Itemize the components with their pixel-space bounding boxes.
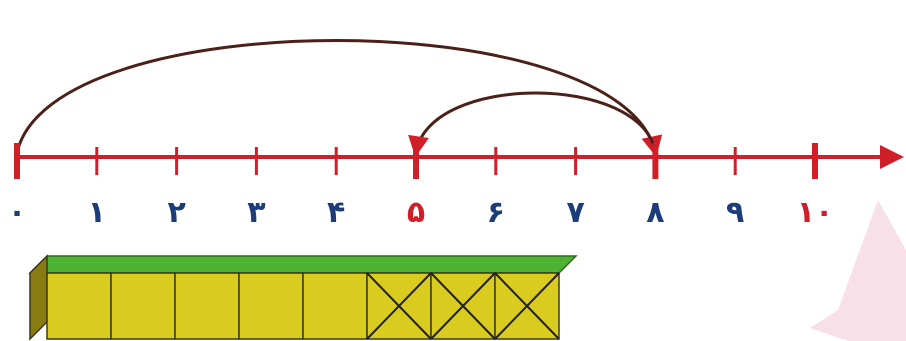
tick-label: ۵ xyxy=(407,195,425,230)
tick-label: ۴ xyxy=(327,195,345,230)
block-bar-top-face xyxy=(28,255,578,274)
block-bar xyxy=(28,254,578,341)
block-bar-side-face xyxy=(29,254,48,341)
jump-arcs xyxy=(15,39,663,158)
tick-label: ۷ xyxy=(566,195,584,230)
tick-label: ۹ xyxy=(726,195,744,230)
unit-block xyxy=(110,272,176,340)
unit-blocks xyxy=(46,272,560,340)
jump-arc-8-to-5 xyxy=(408,91,657,158)
unit-block-crossed xyxy=(494,272,560,340)
unit-block xyxy=(238,272,304,340)
axis-arrowhead-icon xyxy=(880,145,904,169)
tick-label: ۲ xyxy=(167,195,185,230)
number-line-axis xyxy=(15,145,904,169)
axis-tick-labels: ۰ ۱ ۲ ۳ ۴ ۵ ۶ ۷ ۸ ۹ ۱۰ xyxy=(8,195,833,230)
tick-label: ۱ xyxy=(88,195,106,230)
cross-out-mark xyxy=(430,272,496,340)
cross-out-mark xyxy=(494,272,560,340)
tick-label: ۶ xyxy=(487,195,505,230)
cross-out-mark xyxy=(366,272,432,340)
unit-block xyxy=(174,272,240,340)
tick-label: ۰ xyxy=(8,195,26,230)
jump-arc-0-to-8 xyxy=(15,39,663,158)
unit-block xyxy=(302,272,368,340)
unit-block-crossed xyxy=(366,272,432,340)
tick-label: ۸ xyxy=(646,195,664,230)
tick-label: ۳ xyxy=(247,195,265,230)
axis-ticks xyxy=(14,143,818,179)
unit-block-crossed xyxy=(430,272,496,340)
tick-label: ۱۰ xyxy=(797,195,834,230)
unit-block xyxy=(46,272,112,340)
